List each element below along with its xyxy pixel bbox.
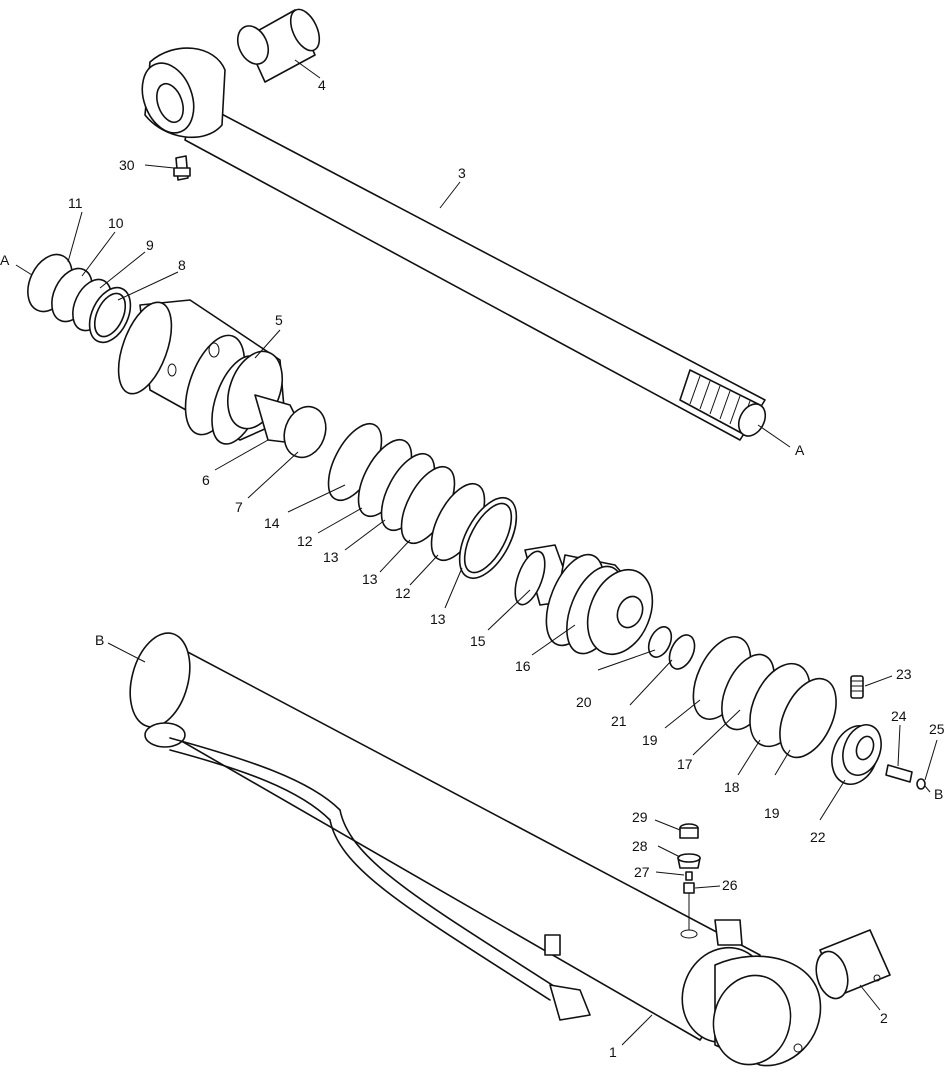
rings-8-11 <box>27 253 132 344</box>
piston <box>514 544 654 656</box>
label-11: 11 <box>68 195 83 211</box>
label-13b: 13 <box>362 571 378 587</box>
label-12b: 12 <box>395 585 411 601</box>
label-21: 21 <box>611 713 627 729</box>
seal-stack <box>327 422 518 579</box>
label-13c: 13 <box>430 611 446 627</box>
label-19b: 19 <box>764 805 780 821</box>
label-4: 4 <box>318 77 326 93</box>
ref-b-left: B <box>95 632 104 648</box>
valve-stack <box>677 823 701 939</box>
label-13a: 13 <box>323 549 339 565</box>
label-6: 6 <box>202 472 210 488</box>
label-26: 26 <box>722 877 738 893</box>
label-8: 8 <box>178 257 186 273</box>
ref-a-right: A <box>795 442 805 458</box>
label-28: 28 <box>632 838 648 854</box>
label-22: 22 <box>810 829 826 845</box>
label-30: 30 <box>119 157 135 173</box>
label-14: 14 <box>264 515 280 531</box>
piston-rod <box>141 47 767 441</box>
label-12a: 12 <box>297 533 313 549</box>
bushing-4 <box>236 8 321 83</box>
label-7: 7 <box>235 499 243 515</box>
gland-head <box>117 299 327 459</box>
label-15: 15 <box>470 633 486 649</box>
label-29: 29 <box>632 809 648 825</box>
leader-lines <box>15 59 938 1046</box>
label-20: 20 <box>576 694 592 710</box>
rings-17-21 <box>647 626 837 759</box>
cylinder-tube <box>129 632 822 1067</box>
label-18: 18 <box>724 779 740 795</box>
label-24: 24 <box>891 708 907 724</box>
label-17: 17 <box>677 756 693 772</box>
label-3: 3 <box>458 165 466 181</box>
label-10: 10 <box>108 215 124 231</box>
part-labels: 4 3 30 11 10 9 8 A 5 6 7 14 12 13 13 12 … <box>0 77 945 1060</box>
ref-b-right: B <box>934 786 943 802</box>
label-19a: 19 <box>642 732 658 748</box>
label-1: 1 <box>609 1044 617 1060</box>
label-25: 25 <box>929 721 945 737</box>
ref-a-left: A <box>0 252 10 268</box>
label-2: 2 <box>880 1010 888 1026</box>
label-9: 9 <box>146 237 154 253</box>
bushing-2 <box>815 929 891 1000</box>
label-23: 23 <box>896 666 912 682</box>
label-5: 5 <box>275 312 283 328</box>
label-16: 16 <box>515 658 531 674</box>
label-27: 27 <box>634 864 650 880</box>
nut-and-screws <box>831 675 926 790</box>
